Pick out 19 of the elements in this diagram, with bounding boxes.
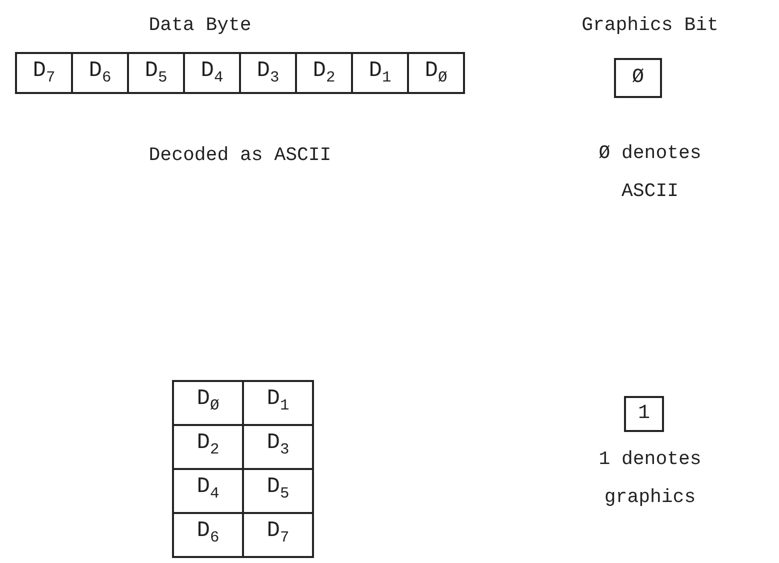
bit-cell: D$_{7}$ — [242, 512, 314, 558]
bit-cell: D$_{5}$ — [127, 52, 185, 94]
bit-box: Ø — [614, 58, 662, 98]
heading: Graphics Bit — [580, 13, 720, 38]
heading: Data Byte — [148, 13, 252, 38]
bit-box: 1 — [624, 396, 664, 432]
bit-cell: D$_{2}$ — [295, 52, 353, 94]
bit-cell: D$_{6}$ — [71, 52, 129, 94]
bit-cell: D$_{3}$ — [239, 52, 297, 94]
bit-cell: D$_{6}$ — [172, 512, 244, 558]
caption: Decoded as ASCII — [148, 143, 332, 168]
node-label: Ø denotes ASCII — [598, 141, 702, 204]
node-label: 1 denotes graphics — [598, 447, 702, 510]
bit-cell: D$_{7}$ — [15, 52, 73, 94]
bit-cell: D$_{Ø}$ — [407, 52, 465, 94]
bit-cell: D$_{1}$ — [351, 52, 409, 94]
bit-cell: D$_{Ø}$ — [172, 380, 244, 426]
bit-cell: D$_{4}$ — [183, 52, 241, 94]
bit-cell: D$_{1}$ — [242, 380, 314, 426]
